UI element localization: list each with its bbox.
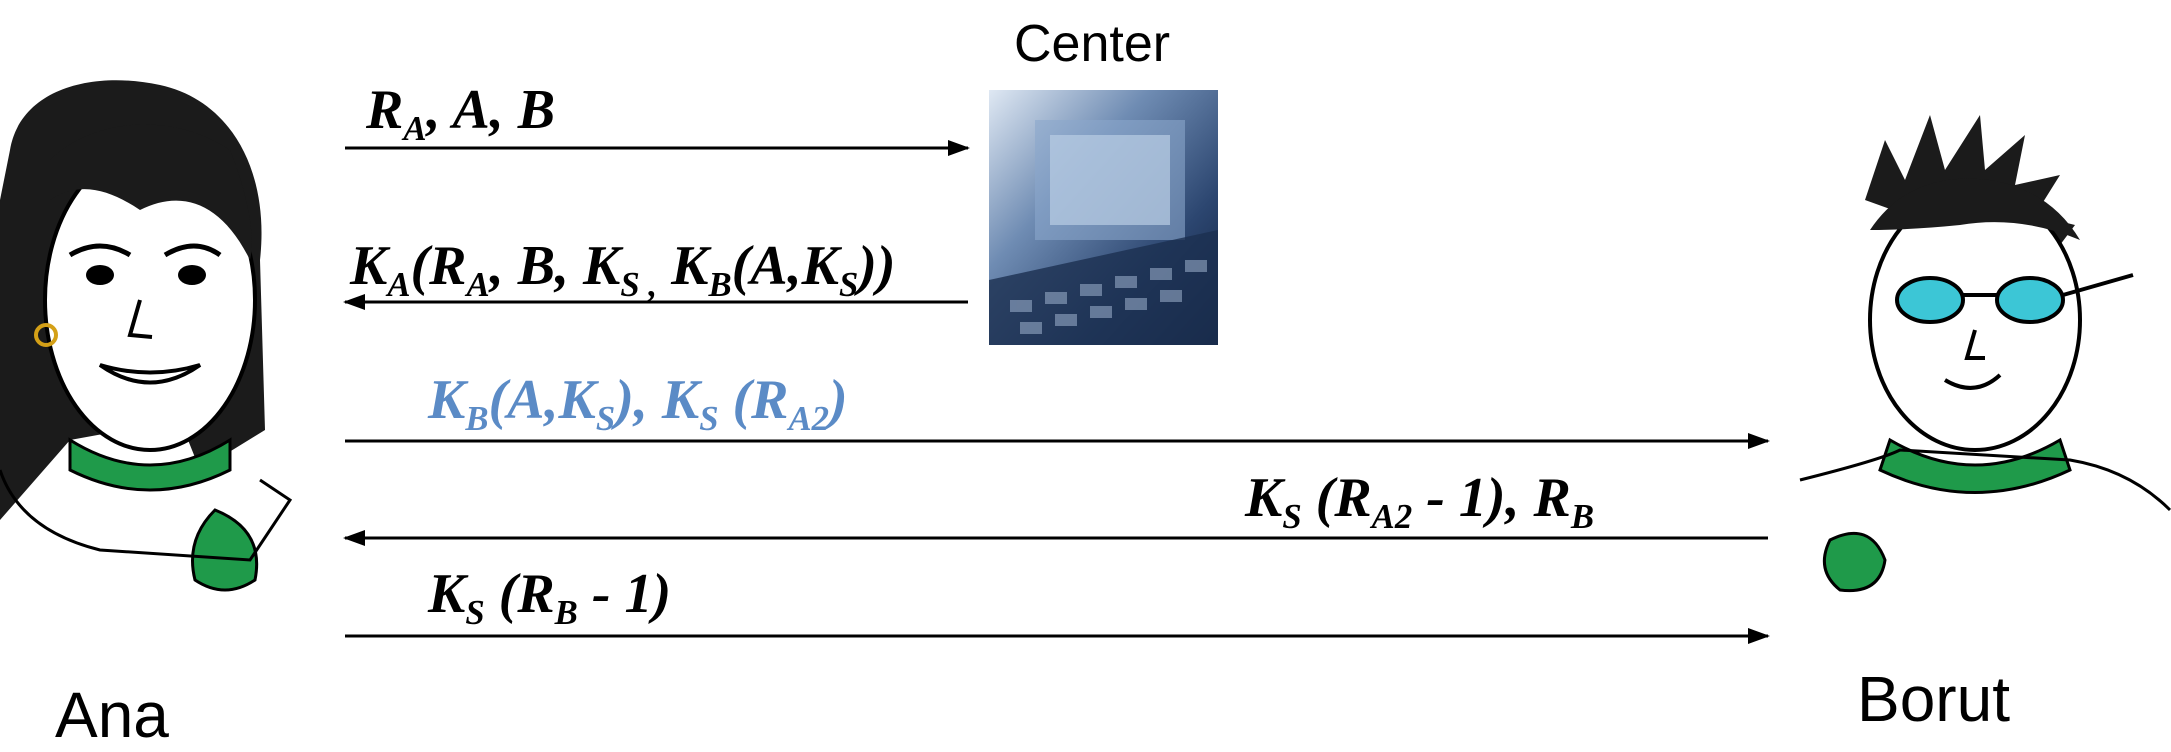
borut-avatar [1799, 115, 2171, 593]
ana-avatar [0, 80, 293, 592]
message-5-label: KS (RB - 1) [428, 563, 672, 633]
message-3-label: KB(A,KS), KS (RA2) [428, 369, 848, 439]
center-computer-image [989, 90, 1218, 345]
message-4-label: KS (RA2 - 1), RB [1245, 467, 1595, 537]
ana-label: Ana [55, 679, 169, 751]
message-2-label: KA(RA, B, KS , KB(A,KS)) [350, 235, 896, 305]
borut-label: Borut [1857, 663, 2010, 735]
center-label: Center [1014, 15, 1171, 73]
message-1-label: RA, A, B [366, 79, 556, 149]
